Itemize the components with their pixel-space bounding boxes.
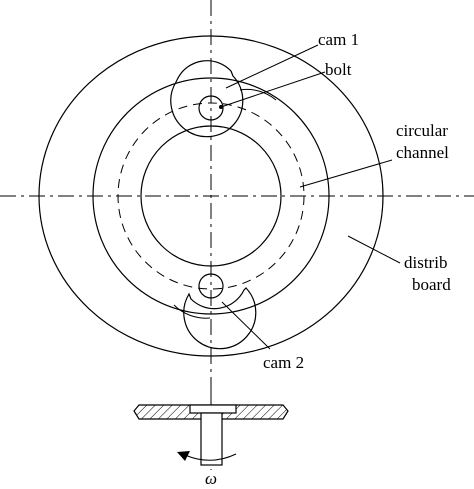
label-omega: ω <box>205 469 217 488</box>
shaft <box>200 412 223 466</box>
channel-inner-edge <box>140 125 282 267</box>
label-cam2: cam 2 <box>263 353 304 372</box>
label-circular-channel-2: channel <box>396 143 449 162</box>
leader-distributing-board <box>347 235 401 264</box>
channel-outer-edge <box>92 77 330 315</box>
cam-1 <box>170 60 277 138</box>
label-cam1: cam 1 <box>318 30 359 49</box>
label-bolt: bolt <box>325 60 352 79</box>
distributing-board-outline <box>38 35 384 357</box>
bolt-head-bottom <box>198 273 224 299</box>
channel-midline <box>117 102 305 290</box>
label-distributing-board-2: board <box>412 275 451 294</box>
label-distributing-board-1: distrib <box>404 253 447 272</box>
leader-cam1 <box>225 44 319 89</box>
leader-cam2 <box>221 301 271 350</box>
leader-bolt <box>220 71 326 108</box>
label-circular-channel-1: circular <box>396 121 448 140</box>
cam-2 <box>173 273 257 350</box>
board-section-view <box>133 404 289 420</box>
rotation-arrow-icon <box>177 451 237 461</box>
bolt-head-top <box>198 95 224 121</box>
leader-circular-channel <box>299 159 393 188</box>
